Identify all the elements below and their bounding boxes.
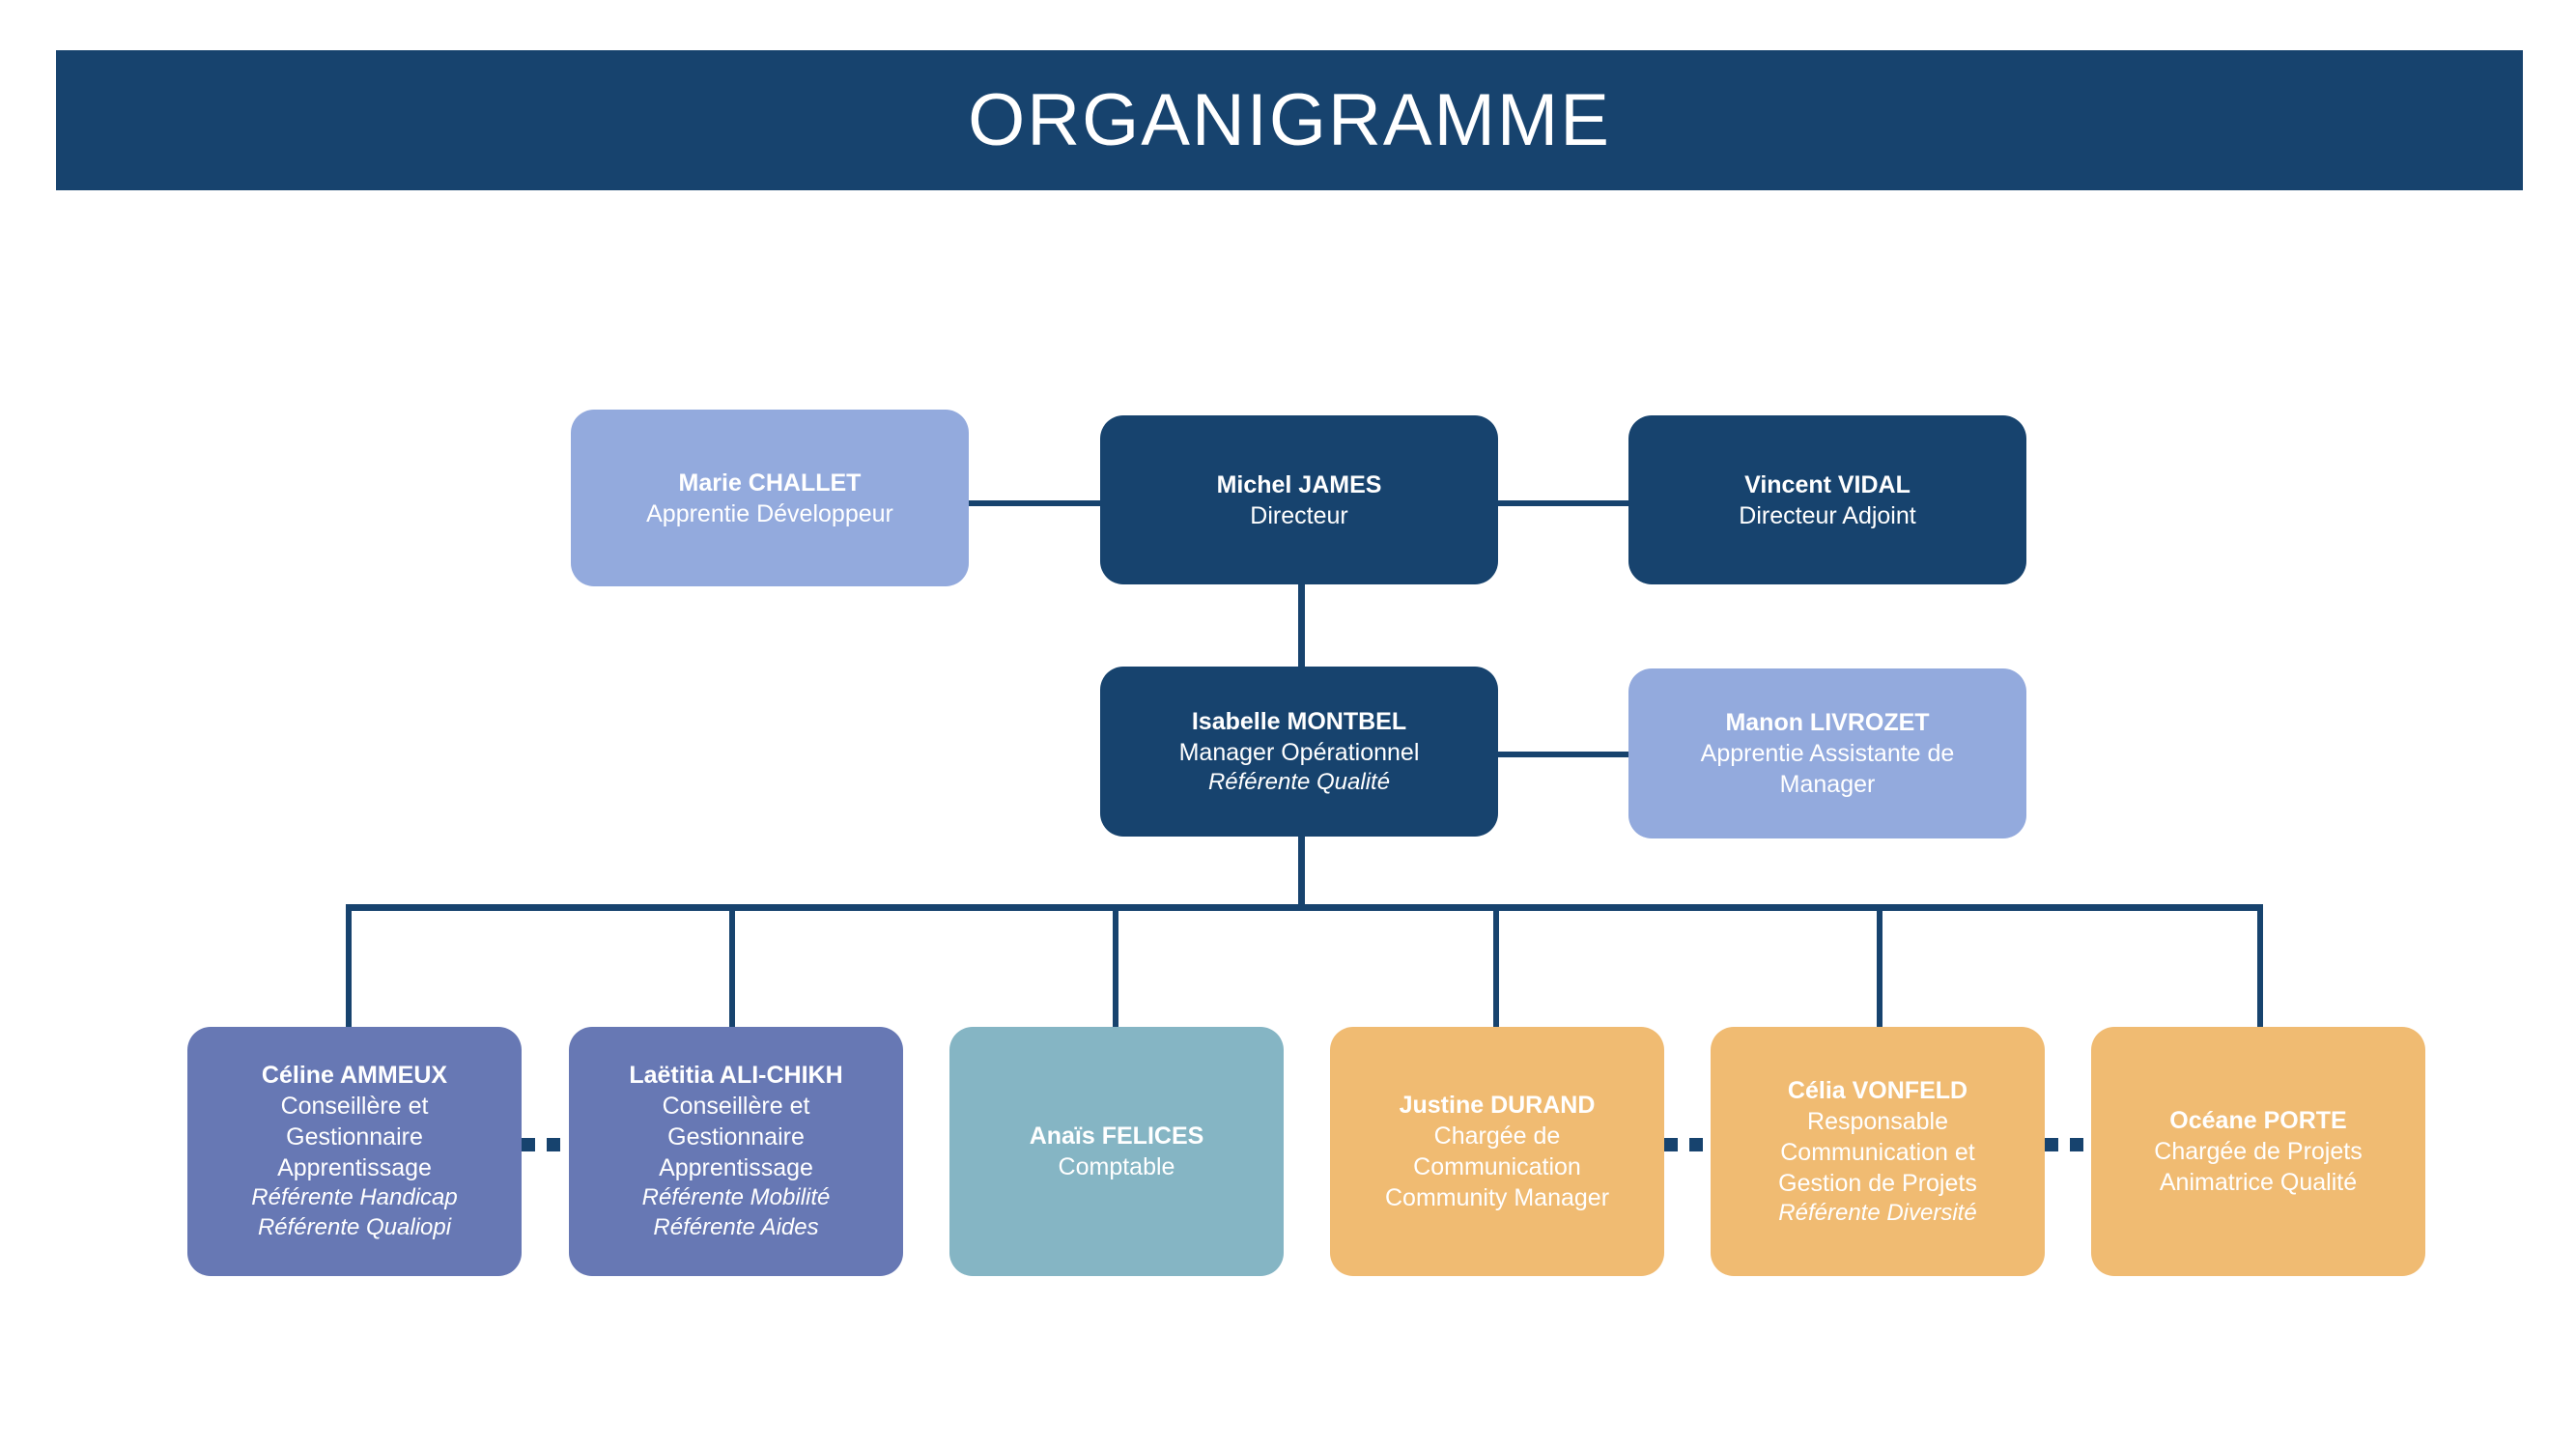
connector-drop-alichikh: [729, 904, 735, 1030]
connector-dotted-durand-vonfeld: [1664, 1138, 1713, 1151]
node-michel-james[interactable]: Michel JAMES Directeur: [1100, 415, 1498, 584]
node-role-3: Community Manager: [1384, 1184, 1610, 1211]
node-role: Directeur: [1250, 501, 1348, 529]
node-role: Apprentie Assistante de: [1700, 740, 1955, 767]
node-name: Marie CHALLET: [678, 469, 862, 497]
node-manon-livrozet[interactable]: Manon LIVROZET Apprentie Assistante de M…: [1628, 668, 2026, 838]
node-oceane-porte[interactable]: Océane PORTE Chargée de Projets Animatri…: [2091, 1027, 2425, 1276]
node-role: Comptable: [1058, 1153, 1175, 1180]
node-role-2: Communication et: [1780, 1138, 1975, 1166]
connector-drop-ammeux: [346, 904, 352, 1030]
connector-drop-vonfeld: [1877, 904, 1882, 1030]
node-role: Chargée de Projets: [2154, 1138, 2363, 1165]
node-role-3: Apprentissage: [659, 1154, 813, 1182]
node-name: Céline AMMEUX: [261, 1062, 448, 1090]
node-name: Isabelle MONTBEL: [1191, 707, 1407, 735]
node-role-3: Gestion de Projets: [1778, 1169, 1977, 1197]
connector-bus-level3: [346, 904, 2262, 911]
node-celine-ammeux[interactable]: Céline AMMEUX Conseillère et Gestionnair…: [187, 1027, 522, 1276]
node-tag: Référente Handicap: [251, 1184, 458, 1211]
node-name: Célia VONFELD: [1787, 1076, 1968, 1104]
node-tag: Référente Qualité: [1207, 768, 1391, 795]
node-justine-durand[interactable]: Justine DURAND Chargée de Communication …: [1330, 1027, 1664, 1276]
node-vincent-vidal[interactable]: Vincent VIDAL Directeur Adjoint: [1628, 415, 2026, 584]
connector-drop-felices: [1113, 904, 1118, 1030]
connector-dotted-vonfeld-porte: [2045, 1138, 2093, 1151]
node-marie-challet[interactable]: Marie CHALLET Apprentie Développeur: [571, 410, 969, 586]
node-tag-2: Référente Qualiopi: [257, 1214, 452, 1240]
node-role-2: Gestionnaire: [286, 1123, 423, 1151]
node-name: Laëtitia ALI-CHIKH: [629, 1062, 843, 1090]
node-role: Apprentie Développeur: [646, 499, 893, 527]
connector-montbel-to-livrozet: [1495, 752, 1635, 757]
connector-james-to-montbel: [1298, 580, 1305, 686]
node-laetitia-ali-chikh[interactable]: Laëtitia ALI-CHIKH Conseillère et Gestio…: [569, 1027, 903, 1276]
node-isabelle-montbel[interactable]: Isabelle MONTBEL Manager Opérationnel Ré…: [1100, 667, 1498, 837]
connector-montbel-stem: [1298, 833, 1305, 910]
node-name: Vincent VIDAL: [1744, 470, 1911, 498]
node-role-2: Communication: [1413, 1153, 1581, 1180]
connector-drop-durand: [1493, 904, 1499, 1030]
node-role-2: Gestionnaire: [667, 1123, 805, 1151]
node-role: Conseillère et: [662, 1093, 810, 1121]
node-tag: Référente Mobilité: [641, 1184, 831, 1211]
connector-drop-porte: [2257, 904, 2263, 1030]
page-title: ORGANIGRAMME: [968, 78, 1611, 161]
node-name: Océane PORTE: [2169, 1107, 2347, 1134]
node-tag: Référente Diversité: [1778, 1199, 1977, 1226]
node-celia-vonfeld[interactable]: Célia VONFELD Responsable Communication …: [1711, 1027, 2045, 1276]
node-role: Directeur Adjoint: [1739, 501, 1916, 529]
node-role: Chargée de: [1433, 1122, 1561, 1150]
node-role: Conseillère et: [280, 1093, 429, 1121]
node-name: Michel JAMES: [1216, 470, 1382, 498]
node-role: Responsable: [1807, 1107, 1948, 1135]
title-banner: ORGANIGRAMME: [56, 50, 2523, 190]
node-name: Manon LIVROZET: [1725, 709, 1930, 736]
node-name: Anaïs FELICES: [1029, 1122, 1204, 1150]
connector-james-to-vidal: [1495, 500, 1635, 506]
node-role: Manager Opérationnel: [1178, 738, 1420, 766]
node-role-2: Manager: [1779, 771, 1876, 798]
node-name: Justine DURAND: [1399, 1092, 1596, 1119]
connector-dotted-ammeux-alichikh: [522, 1138, 570, 1151]
connector-james-to-challet: [962, 500, 1107, 506]
node-role-3: Apprentissage: [277, 1154, 432, 1182]
node-anais-felices[interactable]: Anaïs FELICES Comptable: [949, 1027, 1284, 1276]
node-role-2: Animatrice Qualité: [2159, 1169, 2358, 1196]
node-tag-2: Référente Aides: [653, 1214, 819, 1240]
